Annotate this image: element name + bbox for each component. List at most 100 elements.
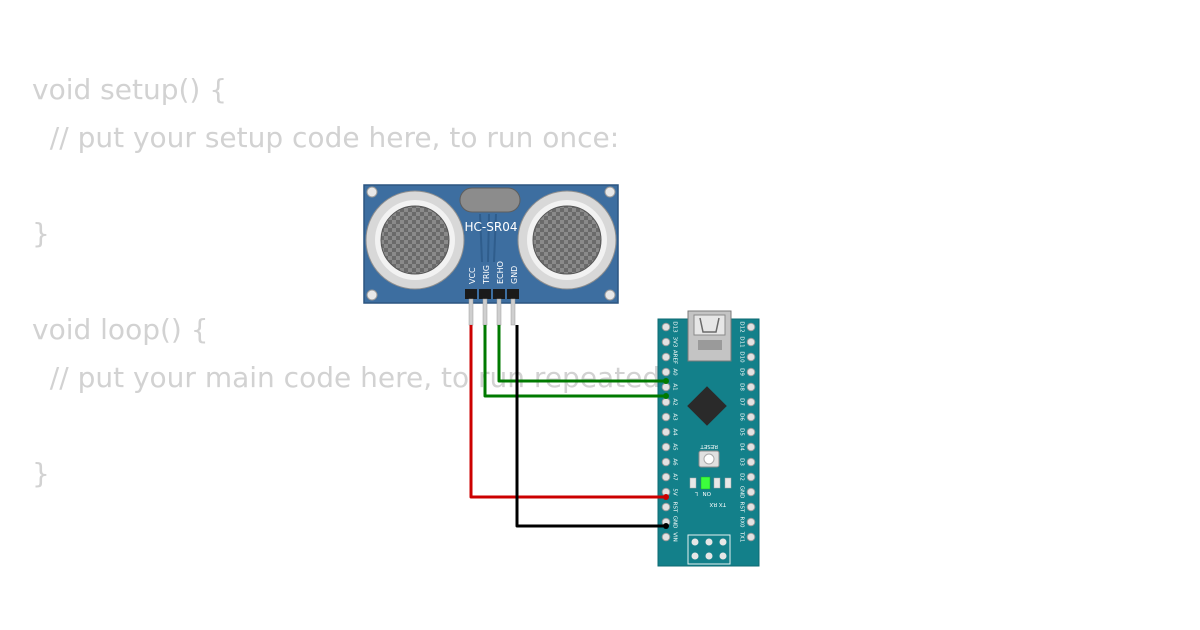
- nano-pin-right-rst[interactable]: [746, 502, 756, 512]
- nano-pin-label-right: D10: [739, 351, 745, 363]
- nano-pin-right-d5[interactable]: [746, 427, 756, 437]
- reset-button[interactable]: [698, 450, 720, 468]
- wire-echo-a1[interactable]: [497, 325, 666, 383]
- nano-pin-label-left: VIN: [672, 532, 678, 542]
- nano-pin-left-aref[interactable]: [661, 352, 671, 362]
- nano-pin-label-left: 5V: [672, 488, 678, 495]
- nano-pin-label-right: D12: [739, 321, 745, 332]
- icsp-header: [687, 534, 731, 565]
- nano-pin-label-left: A1: [672, 383, 678, 390]
- nano-pin-label-left: A5: [672, 443, 678, 451]
- nano-pin-label-right: D8: [739, 383, 745, 391]
- sensor-header: [465, 289, 519, 299]
- nano-pin-right-d10[interactable]: [746, 352, 756, 362]
- nano-pin-label-right: D11: [739, 336, 745, 347]
- nano-pin-label-right: D9: [739, 368, 745, 376]
- nano-pin-label-right: D4: [739, 443, 745, 451]
- nano-pin-left-3v3[interactable]: [661, 337, 671, 347]
- nano-pin-label-right: TX1: [739, 531, 745, 543]
- code-line: void loop() {: [32, 313, 209, 346]
- nano-pin-right-d8[interactable]: [746, 382, 756, 392]
- mount-hole: [604, 186, 616, 198]
- microcontroller-chip: [687, 386, 727, 426]
- nano-pin-left-a3[interactable]: [661, 412, 671, 422]
- nano-pin-label-right: D7: [739, 398, 745, 406]
- txrx-label: TX RX: [709, 501, 727, 507]
- nano-pin-label-left: A6: [672, 458, 678, 466]
- nano-pin-right-d12[interactable]: [746, 322, 756, 332]
- nano-pin-label-left: GND: [672, 516, 678, 529]
- nano-pin-label-right: D3: [739, 458, 745, 466]
- nano-pin-right-tx1[interactable]: [746, 532, 756, 542]
- wire-end: [663, 393, 669, 399]
- wires: [469, 325, 669, 529]
- nano-pin-label-right: RST: [739, 502, 745, 513]
- nano-pin-label-left: A0: [672, 368, 678, 376]
- nano-pin-right-gnd[interactable]: [746, 487, 756, 497]
- pin-label-vcc: VCC: [468, 267, 477, 284]
- nano-pin-left-a0[interactable]: [661, 367, 671, 377]
- nano-pin-label-left: A7: [672, 473, 678, 481]
- nano-pin-label-left: A4: [672, 428, 678, 436]
- nano-pin-left-vin[interactable]: [661, 532, 671, 542]
- nano-pin-left-d13[interactable]: [661, 322, 671, 332]
- nano-pin-left-a2[interactable]: [661, 397, 671, 407]
- nano-pin-label-right: D5: [739, 428, 745, 436]
- transducer-left: [365, 190, 465, 290]
- nano-pin-right-d3[interactable]: [746, 457, 756, 467]
- wire-trig-a0[interactable]: [483, 325, 666, 398]
- nano-pin-label-left: 3V3: [672, 337, 678, 348]
- pin-gnd: [510, 298, 516, 326]
- nano-pin-label-left: A3: [672, 413, 678, 421]
- pin-vcc: [468, 298, 474, 326]
- transducer-right: [517, 190, 617, 290]
- nano-pin-right-d11[interactable]: [746, 337, 756, 347]
- nano-pin-label-left: A2: [672, 398, 678, 405]
- nano-pin-right-d4[interactable]: [746, 442, 756, 452]
- reset-label: RESET: [700, 443, 718, 449]
- crystal-oscillator: [459, 187, 521, 213]
- left-pin-column: [661, 322, 671, 542]
- mount-hole: [604, 289, 616, 301]
- code-line: void setup() {: [32, 73, 228, 106]
- wire-end: [663, 523, 669, 529]
- wire-end: [663, 378, 669, 384]
- nano-pin-left-a7[interactable]: [661, 472, 671, 482]
- code-editor-background: void setup() { // put your setup code he…: [32, 66, 692, 498]
- nano-pin-label-right: D2: [739, 473, 745, 481]
- pin-trig: [482, 298, 488, 326]
- nano-pin-label-right: GND: [739, 486, 745, 499]
- led-label-on: ON: [703, 490, 711, 496]
- wire-gnd-gnd[interactable]: [515, 325, 666, 528]
- nano-pin-label-left: D13: [672, 321, 678, 333]
- nano-pin-right-d9[interactable]: [746, 367, 756, 377]
- nano-pin-right-d6[interactable]: [746, 412, 756, 422]
- usb-connector: [687, 310, 732, 362]
- status-leds: [689, 476, 732, 490]
- nano-pin-right-d2[interactable]: [746, 472, 756, 482]
- nano-pin-right-d7[interactable]: [746, 397, 756, 407]
- nano-pin-label-right: D6: [739, 413, 745, 421]
- nano-pin-left-a6[interactable]: [661, 457, 671, 467]
- right-pin-column: [746, 322, 756, 542]
- nano-pin-label-right: RX0: [739, 516, 745, 528]
- power-led: [700, 476, 711, 490]
- pin-echo: [496, 298, 502, 326]
- nano-pin-label-left: RST: [672, 502, 678, 513]
- nano-pin-left-a5[interactable]: [661, 442, 671, 452]
- nano-pin-left-a4[interactable]: [661, 427, 671, 437]
- wire-vcc-5v[interactable]: [469, 325, 666, 499]
- mount-hole: [366, 186, 378, 198]
- nano-pin-right-rx0[interactable]: [746, 517, 756, 527]
- hc-sr04-sensor[interactable]: HC-SR04 VCC TRIG ECHO GND: [363, 184, 619, 326]
- mount-hole: [366, 289, 378, 301]
- pin-label-echo: ECHO: [496, 261, 505, 284]
- pin-label-trig: TRIG: [482, 265, 491, 285]
- nano-pin-left-rst[interactable]: [661, 502, 671, 512]
- nano-pin-left-a1[interactable]: [661, 382, 671, 392]
- sensor-model-label: HC-SR04: [465, 220, 518, 234]
